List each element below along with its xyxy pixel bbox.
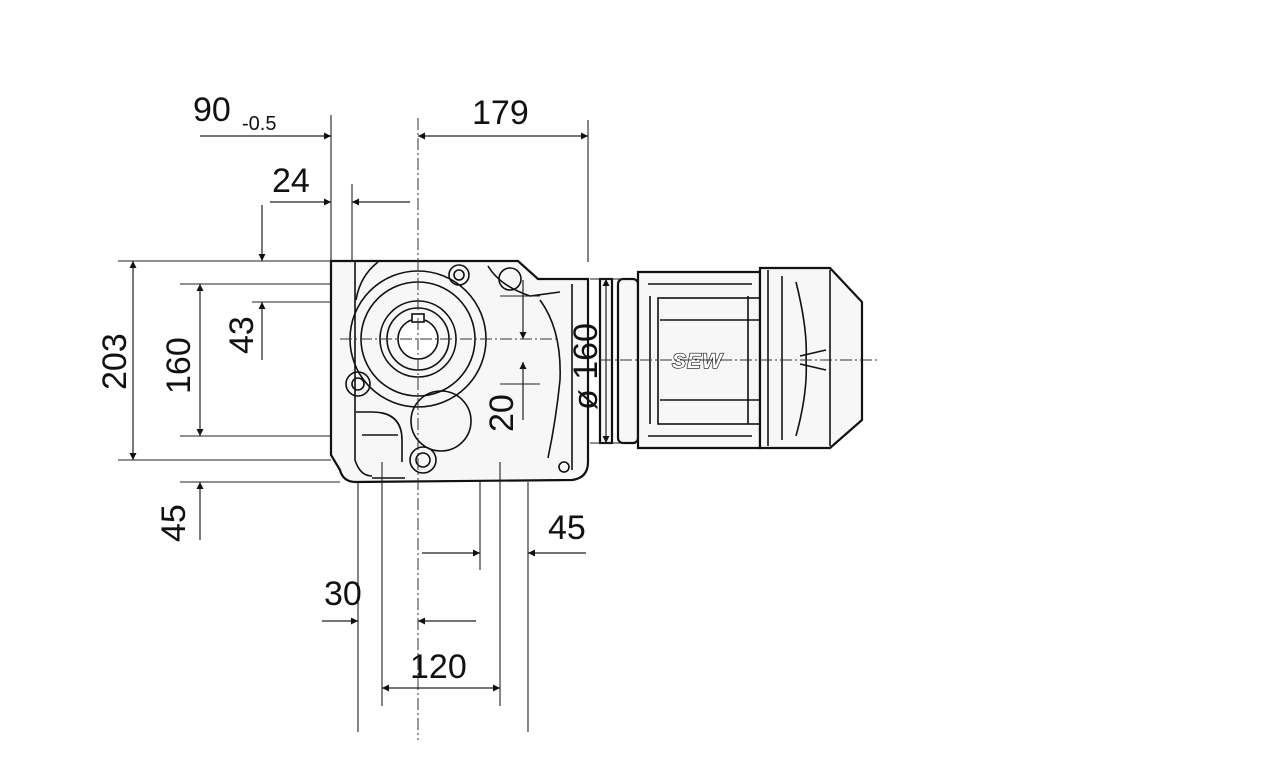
- gearbox-housing: [329, 259, 590, 484]
- dim-total-height: 203: [96, 333, 134, 390]
- dim-motor-diameter: ø 160: [567, 323, 605, 410]
- dimension-lines: [129, 132, 610, 692]
- dimension-labels: 90 -0.5 179 24 203 160 43 45 20 ø 160 45…: [96, 91, 605, 686]
- mounting-bolts: [345, 264, 570, 474]
- motor-body: [598, 266, 864, 450]
- dim-left-offset: 30: [324, 575, 362, 613]
- dim-center-gap: 20: [483, 394, 521, 432]
- dim-hole-spacing: 120: [410, 648, 467, 686]
- dim-mount-height: 160: [160, 337, 198, 394]
- dim-flange-offset: 90: [193, 91, 231, 129]
- dim-bottom-offset: 45: [155, 504, 193, 542]
- sew-logo: SEW: [672, 350, 724, 373]
- dim-flange-tolerance: -0.5: [242, 113, 276, 135]
- dim-shaft-offset: 24: [272, 162, 310, 200]
- dim-right-offset: 45: [548, 509, 586, 547]
- dim-center-offset: 43: [223, 316, 261, 354]
- dim-motor-length: 179: [472, 94, 529, 132]
- extension-lines: [118, 115, 624, 732]
